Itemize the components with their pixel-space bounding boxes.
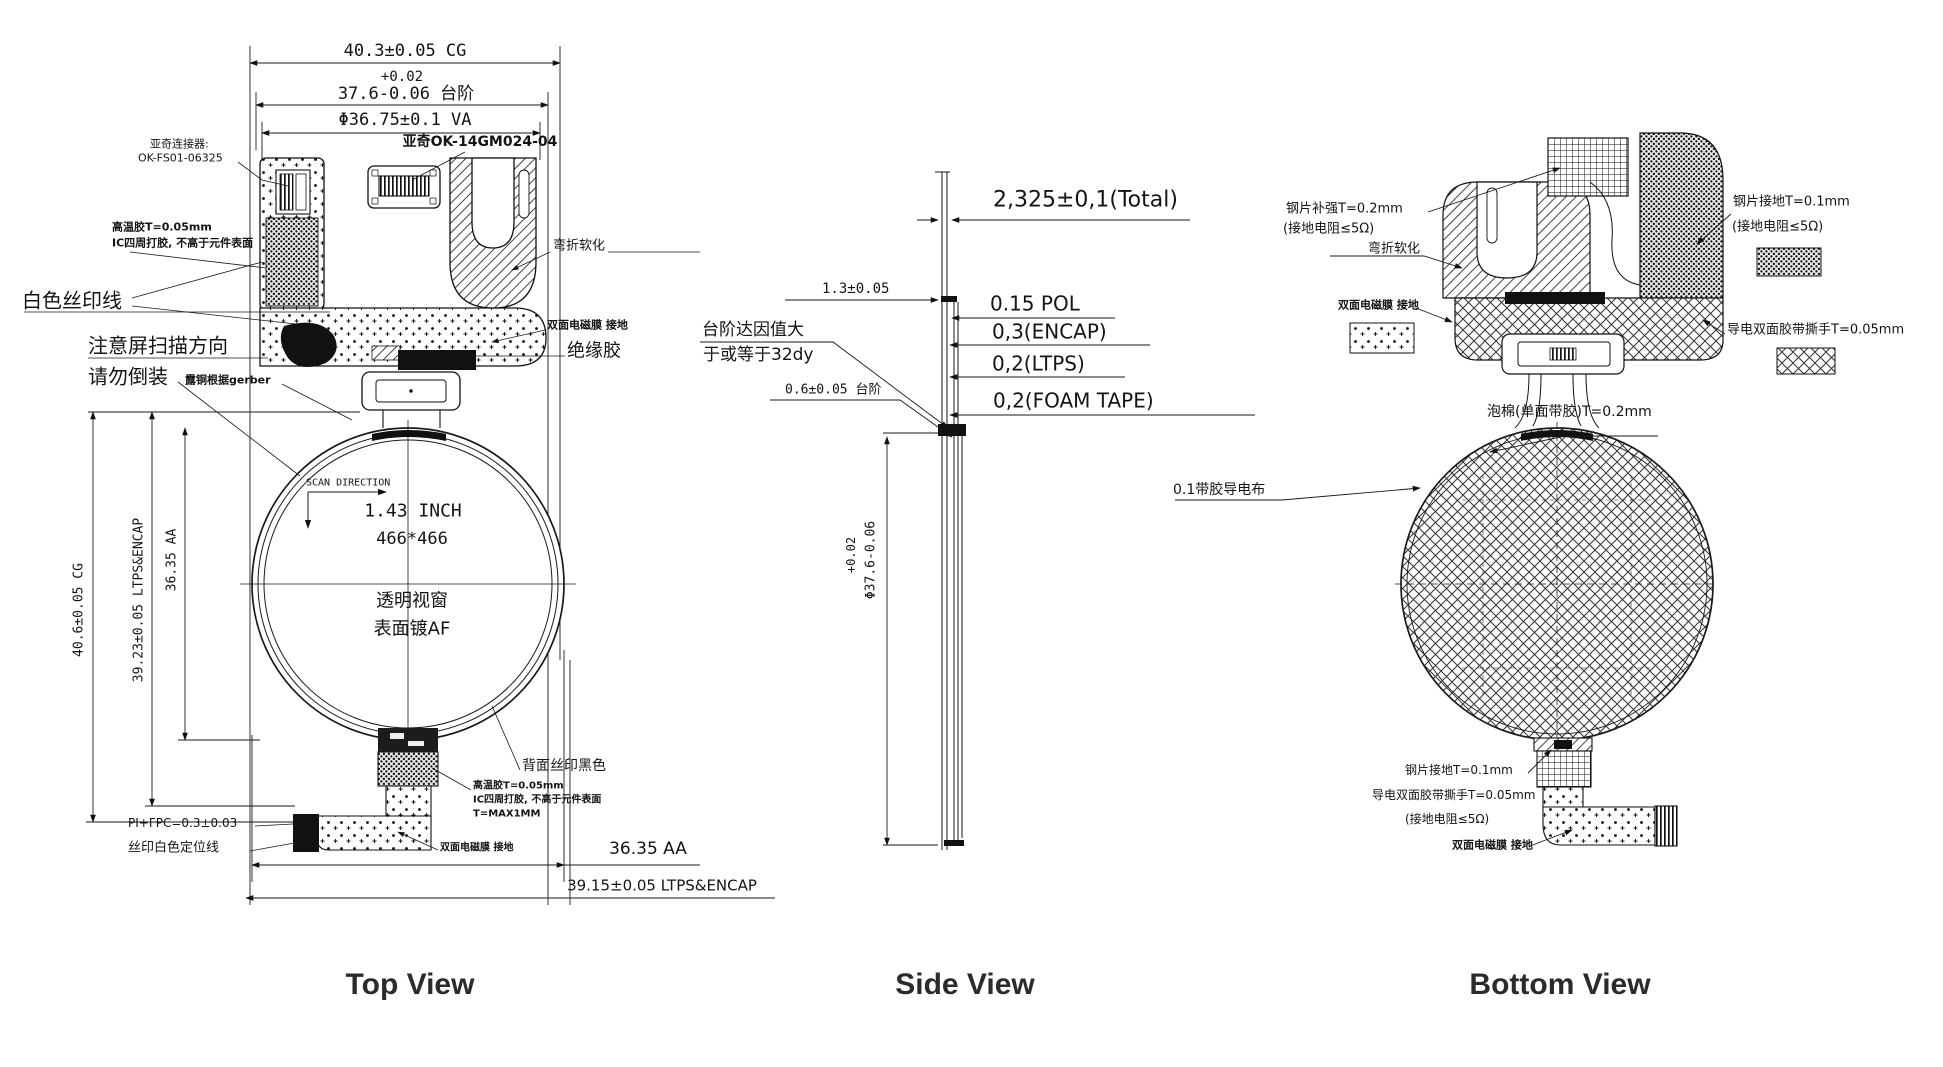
bend-soften-bottom-label: 弯折软化: [1368, 241, 1421, 257]
dim-aa-width-label: 36.35 AA: [609, 839, 687, 860]
steel-reinforce-1-label: 钢片补强T=0.2mm: [1286, 201, 1403, 217]
dim-dia-tol-label: +0.02: [844, 536, 859, 574]
steel-gnd-2-label: (接地电阻≤5Ω): [1732, 219, 1824, 235]
dim-va-label: Φ36.75±0.1 VA: [338, 110, 472, 131]
dim-ltps-height-label: 39.23±0.05 LTPS&ENCAP: [131, 517, 147, 683]
bend-soften-label: 弯折软化: [553, 238, 606, 254]
pi-fpc-label: PI+FPC=0.3±0.03: [128, 816, 238, 831]
window-2-label: 表面镀AF: [373, 618, 451, 640]
cond-tape-label: 导电双面胶带撕手T=0.05mm: [1727, 322, 1905, 338]
dim-13-label: 1.3±0.05: [822, 280, 890, 297]
scan-direction-label: SCAN DIRECTION: [306, 477, 391, 489]
top-view-title: Top View: [345, 967, 475, 1001]
emi-film-bottom-label: 双面电磁膜 接地: [1338, 298, 1419, 312]
scan-warning-1-label: 注意屏扫描方向: [88, 333, 228, 358]
dim-total-label: 2,325±0,1(Total): [993, 187, 1178, 213]
resolution-label: 466*466: [376, 529, 448, 550]
connector-name-label: 亚奇连接器:: [150, 137, 209, 151]
dim-step-tol-label: +0.02: [380, 68, 424, 85]
dim-cg-height-label: 40.6±0.05 CG: [71, 563, 87, 657]
dim-ltps-width-label: 39.15±0.05 LTPS&ENCAP: [567, 876, 757, 895]
glue2-1-label: 高温胶T=0.05mm: [473, 780, 564, 792]
glue-label-1: 高温胶T=0.05mm: [112, 220, 212, 234]
bot-gnd-res-label: (接地电阻≤5Ω): [1405, 812, 1490, 827]
emi-film-label: 双面电磁膜 接地: [547, 318, 628, 332]
back-silk-label: 背面丝印黑色: [522, 757, 606, 774]
foam-bottom-label: 泡棉(单面带胶)T=0.2mm: [1487, 403, 1652, 420]
bot-emi-label: 双面电磁膜 接地: [1452, 838, 1533, 852]
glue2-2-label: IC四周打胶, 不高于元件表面: [473, 794, 602, 806]
step-dyne-2-label: 于或等于32dy: [703, 345, 814, 366]
bot-steel-gnd-label: 钢片接地T=0.1mm: [1405, 763, 1513, 778]
foam-tape-label: 0,2(FOAM TAPE): [993, 388, 1154, 413]
bot-cond-tape-label: 导电双面胶带撕手T=0.05mm: [1372, 788, 1536, 803]
dim-step-label: 37.6-0.06 台阶: [337, 84, 475, 105]
bottom-view-title: Bottom View: [1469, 967, 1651, 1001]
dim-dia-label: Φ37.6-0.06: [863, 520, 879, 600]
ltps-label: 0,2(LTPS): [992, 351, 1085, 376]
dim-cg-width-label: 40.3±0.05 CG: [343, 41, 467, 62]
connector-model-label: 亚奇OK-14GM024-04: [402, 133, 558, 150]
dim-step-side-label: 0.6±0.05 台阶: [785, 382, 882, 398]
scan-warning-2-label: 请勿倒装: [88, 364, 168, 389]
glue-label-2: IC四周打胶, 不高于元件表面: [112, 236, 254, 250]
side-view-title: Side View: [895, 967, 1035, 1001]
connector-pn-label: OK-FS01-06325: [138, 151, 223, 165]
cond-cloth-label: 0.1带胶导电布: [1173, 481, 1266, 498]
glue2-3-label: T=MAX1MM: [473, 808, 541, 820]
dim-aa-height-label: 36.35 AA: [164, 528, 180, 592]
insulation-label: 绝缘胶: [567, 340, 621, 362]
size-inch-label: 1.43 INCH: [364, 500, 462, 522]
copper-note-label: 露铜根据gerber: [185, 373, 271, 387]
white-silk-line-label: 丝印白色定位线: [128, 840, 220, 856]
pol-label: 0.15 POL: [990, 291, 1080, 316]
steel-reinforce-2-label: (接地电阻≤5Ω): [1283, 221, 1375, 237]
white-silk-label: 白色丝印线: [22, 288, 122, 313]
step-dyne-1-label: 台阶达因值大: [702, 320, 804, 341]
encap-label: 0,3(ENCAP): [992, 319, 1107, 344]
emi-film-2-label: 双面电磁膜 接地: [440, 842, 514, 854]
window-1-label: 透明视窗: [376, 590, 448, 612]
steel-gnd-1-label: 钢片接地T=0.1mm: [1733, 194, 1850, 210]
